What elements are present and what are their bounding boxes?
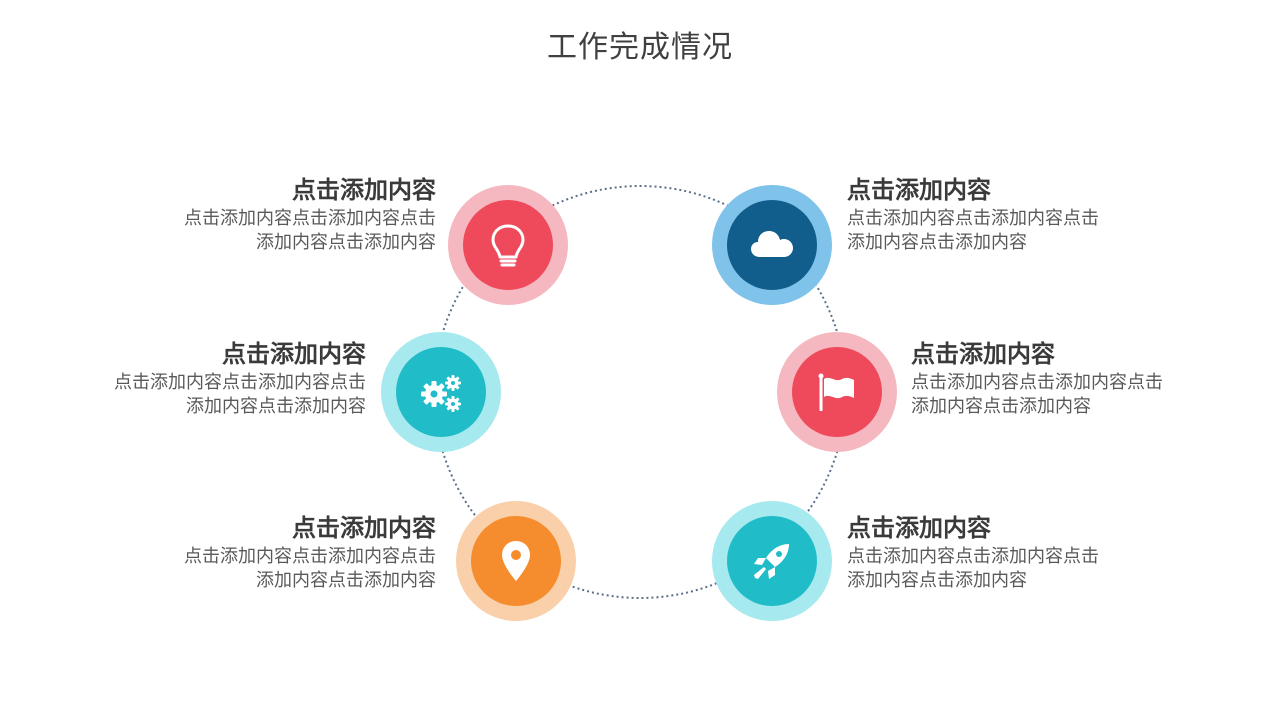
label-item-2: 点击添加内容 点击添加内容点击添加内容点击 添加内容点击添加内容 <box>114 339 366 419</box>
rocket-icon <box>754 544 789 579</box>
lightbulb-icon <box>491 224 525 267</box>
node-cloud <box>712 185 832 305</box>
item-heading: 点击添加内容 <box>911 340 1055 368</box>
item-heading: 点击添加内容 <box>847 176 991 204</box>
item-desc-line-1: 点击添加内容点击添加内容点击 <box>911 372 1163 393</box>
label-item-6: 点击添加内容 点击添加内容点击添加内容点击 添加内容点击添加内容 <box>847 513 1099 593</box>
item-desc-line-2: 添加内容点击添加内容 <box>186 396 366 417</box>
label-item-1: 点击添加内容 点击添加内容点击添加内容点击 添加内容点击添加内容 <box>184 175 436 255</box>
item-desc-line-2: 添加内容点击添加内容 <box>256 232 436 253</box>
page-title: 工作完成情况 <box>547 30 733 65</box>
item-heading: 点击添加内容 <box>292 514 436 542</box>
item-desc-line-1: 点击添加内容点击添加内容点击 <box>114 372 366 393</box>
node-inner-circle <box>792 347 882 437</box>
label-item-4: 点击添加内容 点击添加内容点击添加内容点击 添加内容点击添加内容 <box>847 175 1099 255</box>
node-rocket <box>712 501 832 621</box>
item-desc-line-2: 添加内容点击添加内容 <box>847 232 1027 253</box>
item-desc-line-1: 点击添加内容点击添加内容点击 <box>847 546 1099 567</box>
node-gears <box>381 332 501 452</box>
item-desc-line-1: 点击添加内容点击添加内容点击 <box>184 546 436 567</box>
item-heading: 点击添加内容 <box>292 176 436 204</box>
location-pin-icon <box>502 541 530 581</box>
item-desc-line-1: 点击添加内容点击添加内容点击 <box>184 208 436 229</box>
node-location-pin <box>456 501 576 621</box>
item-desc-line-1: 点击添加内容点击添加内容点击 <box>847 208 1099 229</box>
item-heading: 点击添加内容 <box>222 340 366 368</box>
node-flag <box>777 332 897 452</box>
cloud-icon <box>751 231 793 257</box>
item-heading: 点击添加内容 <box>847 514 991 542</box>
node-lightbulb <box>448 185 568 305</box>
node-inner-circle <box>727 516 817 606</box>
label-item-3: 点击添加内容 点击添加内容点击添加内容点击 添加内容点击添加内容 <box>184 513 436 593</box>
node-inner-circle <box>396 347 486 437</box>
label-item-5: 点击添加内容 点击添加内容点击添加内容点击 添加内容点击添加内容 <box>911 339 1163 419</box>
node-inner-circle <box>471 516 561 606</box>
flag-icon <box>818 373 854 411</box>
item-desc-line-2: 添加内容点击添加内容 <box>911 396 1091 417</box>
node-inner-circle <box>727 200 817 290</box>
item-desc-line-2: 添加内容点击添加内容 <box>256 570 436 591</box>
item-desc-line-2: 添加内容点击添加内容 <box>847 570 1027 591</box>
node-inner-circle <box>463 200 553 290</box>
gears-icon <box>421 375 461 412</box>
